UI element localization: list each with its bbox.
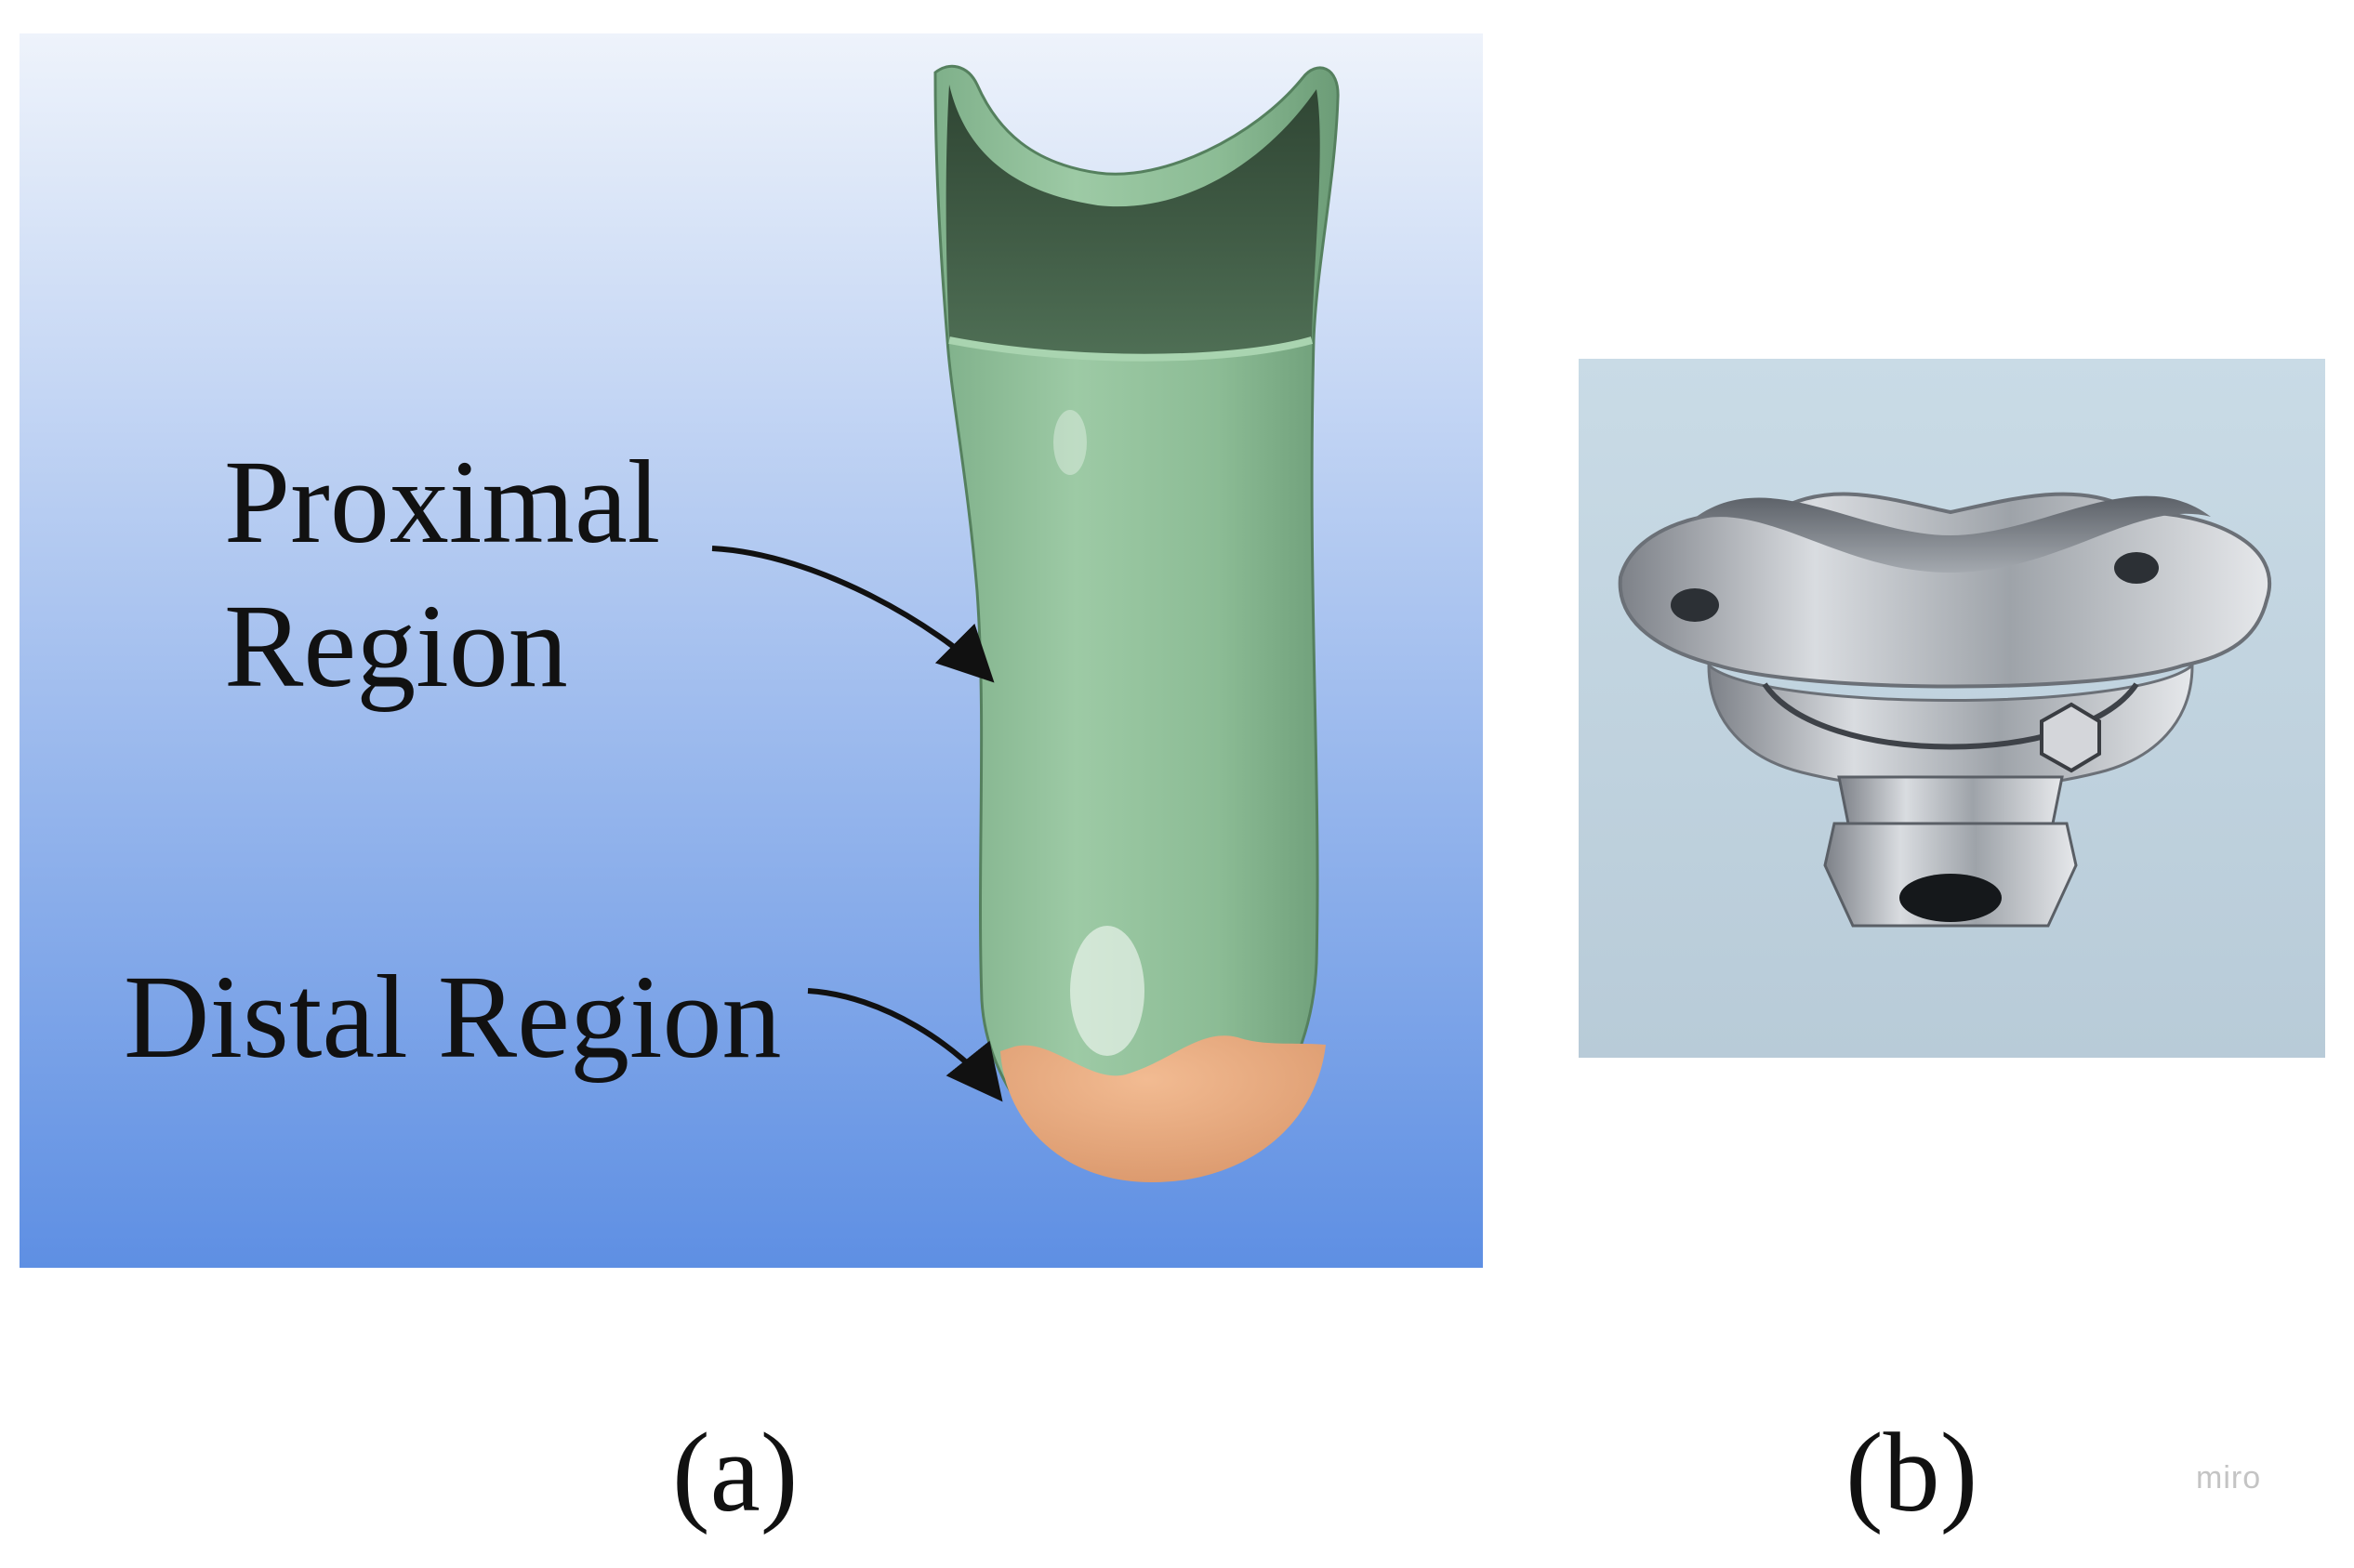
socket-render-image — [20, 33, 1483, 1268]
socket-render-panel: Proximal Region Distal Region — [20, 33, 1483, 1268]
miro-watermark: miro — [2196, 1460, 2262, 1496]
caption-a: (a) — [672, 1410, 799, 1535]
adapter-photo-panel — [1579, 359, 2325, 1058]
caption-b: (b) — [1845, 1410, 1978, 1535]
distal-arrow — [807, 988, 1003, 1102]
proximal-arrow — [711, 546, 995, 683]
socket-body — [933, 64, 1340, 1174]
distal-cap — [1000, 1035, 1326, 1183]
adapter-part — [1618, 492, 2272, 928]
adapter-photo-image — [1579, 359, 2325, 1058]
distal-region-label: Distal Region — [124, 951, 782, 1083]
proximal-region-label-line1: Proximal — [224, 436, 661, 568]
proximal-region-label-line2: Region — [224, 580, 568, 712]
